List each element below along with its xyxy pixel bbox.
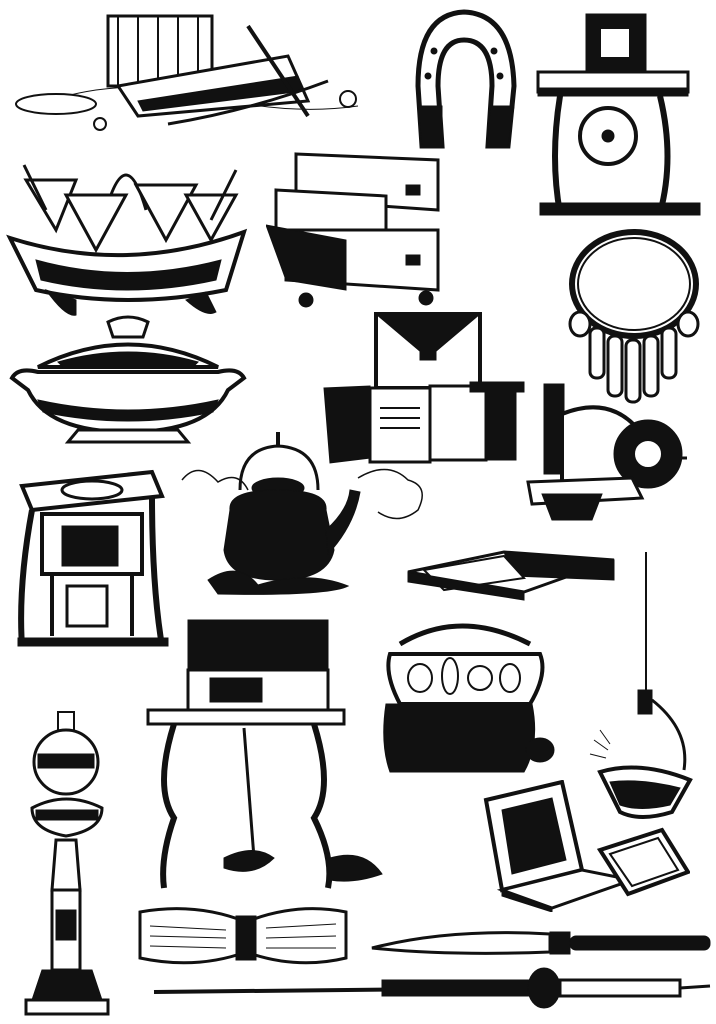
basket-icon (383, 623, 555, 773)
pedestal-lamp-icon (24, 711, 110, 1016)
hanging-lamp-icon (589, 552, 693, 819)
washtub-and-washboard-engraving (8, 6, 368, 132)
sewing-machine-treadle-engraving (530, 8, 710, 224)
writing-desk-engraving (404, 530, 618, 602)
sewing-table-icon (146, 619, 383, 889)
washtub-icon (15, 14, 359, 131)
picnic-basket-engraving (380, 614, 558, 776)
writing-case-and-books-engraving (320, 308, 528, 468)
necklace-engraving (560, 224, 708, 404)
horseshoe-engraving (404, 6, 526, 156)
washstand-icon (17, 469, 169, 647)
washstand-engraving (12, 466, 178, 652)
hand-sewing-machine-engraving (522, 374, 688, 526)
knife-engraving (370, 926, 712, 960)
rod-icon (153, 967, 711, 1009)
oil-lamp-pedestal-engraving (22, 710, 112, 1018)
chest-icon (266, 152, 440, 308)
tureen-engraving (8, 312, 248, 446)
writing-case-icon (323, 312, 525, 464)
stationery-box-icon (483, 780, 690, 912)
chest-of-drawers-engraving (266, 150, 442, 310)
kettle-engraving (178, 430, 432, 596)
kettle-icon (181, 432, 423, 595)
tape-measure-engraving (136, 902, 350, 974)
horseshoe-icon (415, 9, 517, 149)
desk-icon (407, 550, 615, 601)
tape-measure-icon (138, 907, 348, 965)
epergne-centerpiece-engraving (6, 140, 248, 326)
stationery-box-engraving (482, 780, 690, 912)
epergne-icon (6, 164, 248, 316)
sewing-machine-icon (536, 13, 701, 216)
tureen-icon (9, 315, 247, 444)
umbrella-rod-engraving (152, 966, 712, 1012)
knife-icon (371, 931, 711, 955)
hanging-oil-lamp-engraving (580, 550, 700, 820)
hand-sewing-machine-icon (526, 383, 687, 521)
sewing-machine-cabinet-engraving (144, 618, 388, 904)
necklace-icon (568, 229, 700, 404)
